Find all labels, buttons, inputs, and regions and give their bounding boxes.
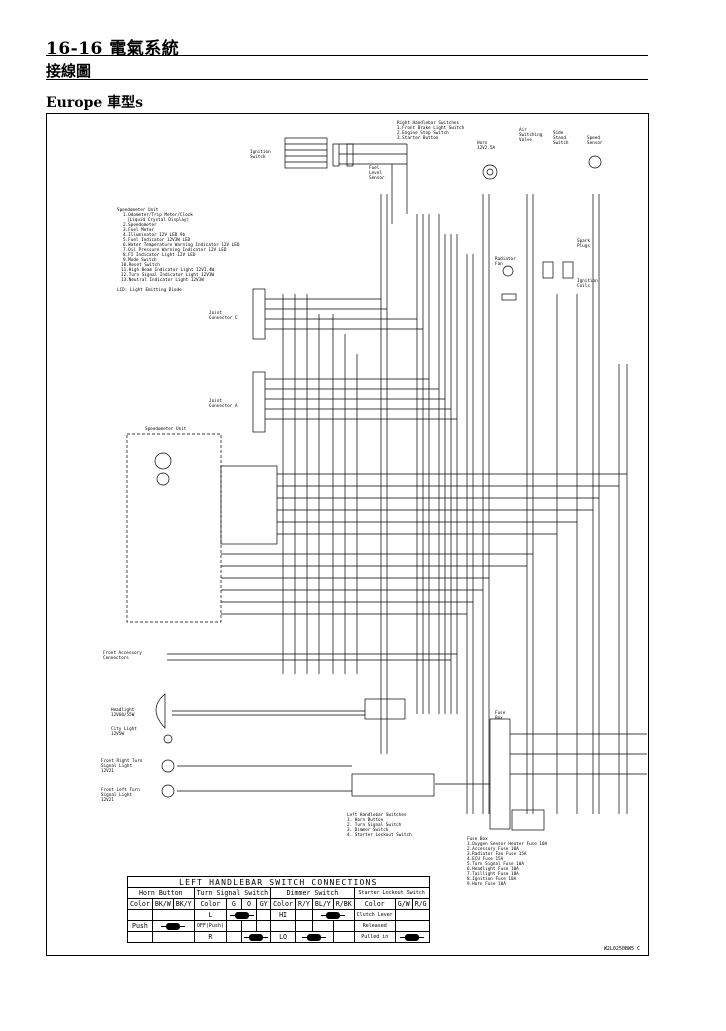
- speedometer-item: 11.High Beam Indicator Light 12V1.4W: [121, 267, 215, 273]
- lcd-note: LCD: Light Emitting Diode: [117, 287, 182, 293]
- fuse-box-item: 2.Accessory Fuse 10A: [467, 846, 519, 852]
- subsection-title: Europe 車型s: [46, 95, 144, 111]
- dimmer-position: LO: [270, 931, 296, 943]
- title-rule: [46, 55, 648, 56]
- speedometer-unit-title: Speedometer Unit: [117, 207, 159, 213]
- fuse-box-item: 3.Radiator Fan Fuse 15A: [467, 851, 527, 857]
- turn-signal-header: Turn Signal Switch: [193, 887, 272, 899]
- connection-symbol: [400, 934, 425, 941]
- left-handlebar-title: Left Handlebar Switches: [347, 812, 407, 818]
- speedometer-item: 5.Fuel Indicator 12V3W LED: [123, 237, 191, 243]
- wire-color: GY: [256, 898, 272, 910]
- table-title: LEFT HANDLEBAR SWITCH CONNECTIONS: [127, 876, 430, 888]
- left-handlebar-item: 2. Turn Signal Switch: [347, 822, 402, 828]
- speedometer-item: 2.Speedometer: [123, 222, 157, 228]
- starter-lockout-header: Starter Lockout Switch: [353, 887, 430, 899]
- diagram-reference-code: W2L0250BW5 C: [603, 946, 640, 952]
- fuse-box-item: 6.Headlight Fuse 10A: [467, 866, 519, 872]
- speedometer-item: 1.Odometer/Trip Meter/Clock: [123, 212, 193, 218]
- speedometer-item: 13.Neutral Indicator Light 12V3W: [121, 277, 204, 283]
- clutch-position: Pulled in: [353, 931, 396, 943]
- wire-color: R/Y: [294, 898, 313, 910]
- wire-color: BL/Y: [311, 898, 334, 910]
- color-header: Color: [270, 898, 296, 910]
- horn-button-header: Horn Button: [127, 887, 195, 899]
- connection-symbol: [321, 912, 346, 919]
- left-handlebar-item: 3. Dimmer Switch: [347, 827, 389, 833]
- speedometer-item: (Liquid Crystal Display): [127, 217, 189, 223]
- speedometer-item: 10.Reset Switch: [121, 262, 160, 268]
- right-handlebar-title: Right Handlebar Switches: [397, 120, 459, 126]
- speedometer-item: 6.Water Temperature Warning Indicator 12…: [123, 242, 240, 248]
- fuse-box-item: 4.ECU Fuse 15A: [467, 856, 504, 862]
- wire-color: R/G: [411, 898, 430, 910]
- horn-position: Push: [127, 920, 153, 932]
- speedometer-item: 3.Fuel Meter: [123, 227, 154, 233]
- right-handlebar-item: 3.Starter Button: [397, 135, 439, 141]
- color-header: Color: [353, 898, 396, 910]
- turn-position: L: [193, 909, 228, 921]
- connection-symbol: [243, 934, 268, 941]
- left-handlebar-item: 1. Horn Button: [347, 817, 384, 823]
- clutch-lever-label: Clutch Lever: [353, 909, 396, 921]
- dimmer-position: HI: [270, 909, 296, 921]
- left-handlebar-item: 4. Starter Lockout Switch: [347, 832, 412, 838]
- fuse-box-title: Fuse Box: [467, 836, 488, 842]
- speedometer-item: 9.Mode Switch: [123, 257, 157, 263]
- fuse-box-item: 1.Oxygen Sensor Heater Fuse 10A: [467, 841, 548, 847]
- wire-color: G: [226, 898, 242, 910]
- right-handlebar-item: 1.Front Brake Light Switch: [397, 125, 465, 131]
- speedometer-unit-label: Speedometer Unit: [145, 426, 187, 432]
- dimmer-header: Dimmer Switch: [270, 887, 355, 899]
- left-handlebar-switch-table: LEFT HANDLEBAR SWITCH CONNECTIONS Horn B…: [127, 876, 430, 943]
- color-header: Color: [193, 898, 228, 910]
- fuse-box-item: 7.Taillight Fuse 10A: [467, 871, 519, 877]
- wire-color: BK/Y: [172, 898, 195, 910]
- fuse-box-item: 9.Horn Fuse 10A: [467, 881, 506, 887]
- connection-symbol: [302, 934, 327, 941]
- turn-position: R: [193, 931, 228, 943]
- wire-color: G/W: [394, 898, 413, 910]
- speedometer-item: 8.FI Indicator Light 12V LED: [123, 252, 196, 258]
- section-title: 接線圖: [46, 62, 92, 80]
- wire-color: O: [240, 898, 258, 910]
- connection-symbol: [161, 923, 186, 930]
- connection-symbol: [229, 912, 254, 919]
- color-header: Color: [127, 898, 153, 910]
- wire-color: BK/W: [151, 898, 174, 910]
- turn-position: OFF(Push): [193, 920, 228, 932]
- speedometer-item: 7.Oil Pressure Warning Indicator 12V LED: [123, 247, 227, 253]
- page-title: 16-16 電氣系統: [46, 39, 180, 59]
- speedometer-item: 12.Turn Signal Indicator Light 12V3W: [121, 272, 215, 278]
- section-rule: [46, 79, 648, 80]
- speedometer-item: 4.Illuminator 12V LED 9b: [123, 232, 185, 238]
- wire-color: R/BK: [332, 898, 355, 910]
- fuse-box-item: 8.Ignition Fuse 10A: [467, 876, 517, 882]
- fuse-box-item: 5.Turn Signal Fuse 10A: [467, 861, 524, 867]
- clutch-position: Released: [353, 920, 396, 932]
- right-handlebar-item: 2.Engine Stop Switch: [397, 130, 449, 136]
